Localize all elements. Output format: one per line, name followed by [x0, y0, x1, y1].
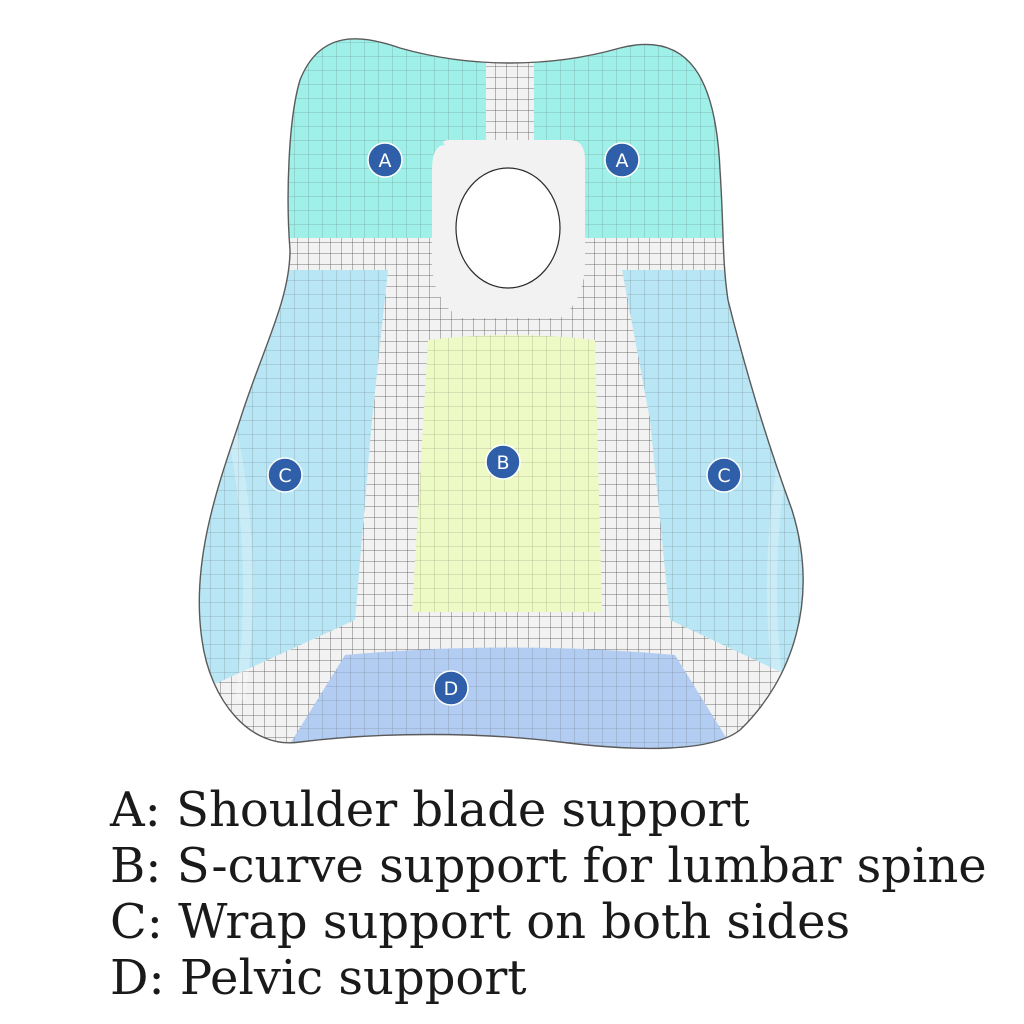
- marker-c-left: C: [268, 458, 302, 492]
- cushion-body: [0, 0, 1024, 760]
- legend-item-c: C: Wrap support on both sides: [110, 894, 987, 950]
- marker-c-right-label: C: [717, 465, 730, 487]
- marker-d: D: [434, 671, 468, 705]
- legend-item-a: A: Shoulder blade support: [110, 782, 987, 838]
- marker-c-left-label: C: [278, 465, 291, 487]
- marker-a-right-label: A: [616, 150, 629, 172]
- tailbone-cutout: [456, 168, 560, 288]
- legend: A: Shoulder blade support B: S-curve sup…: [110, 782, 987, 1006]
- marker-b-label: B: [496, 452, 509, 474]
- marker-b: B: [486, 445, 520, 479]
- legend-item-d: D: Pelvic support: [110, 950, 987, 1006]
- marker-d-label: D: [444, 678, 459, 700]
- marker-c-right: C: [707, 458, 741, 492]
- marker-a-left: A: [368, 143, 402, 177]
- cushion-diagram: A A B C C D: [0, 0, 1024, 760]
- legend-item-b: B: S-curve support for lumbar spine: [110, 838, 987, 894]
- marker-a-right: A: [605, 143, 639, 177]
- pelvic-mesh: [280, 648, 740, 761]
- spine-channel-mesh: [486, 20, 534, 140]
- marker-a-left-label: A: [379, 150, 392, 172]
